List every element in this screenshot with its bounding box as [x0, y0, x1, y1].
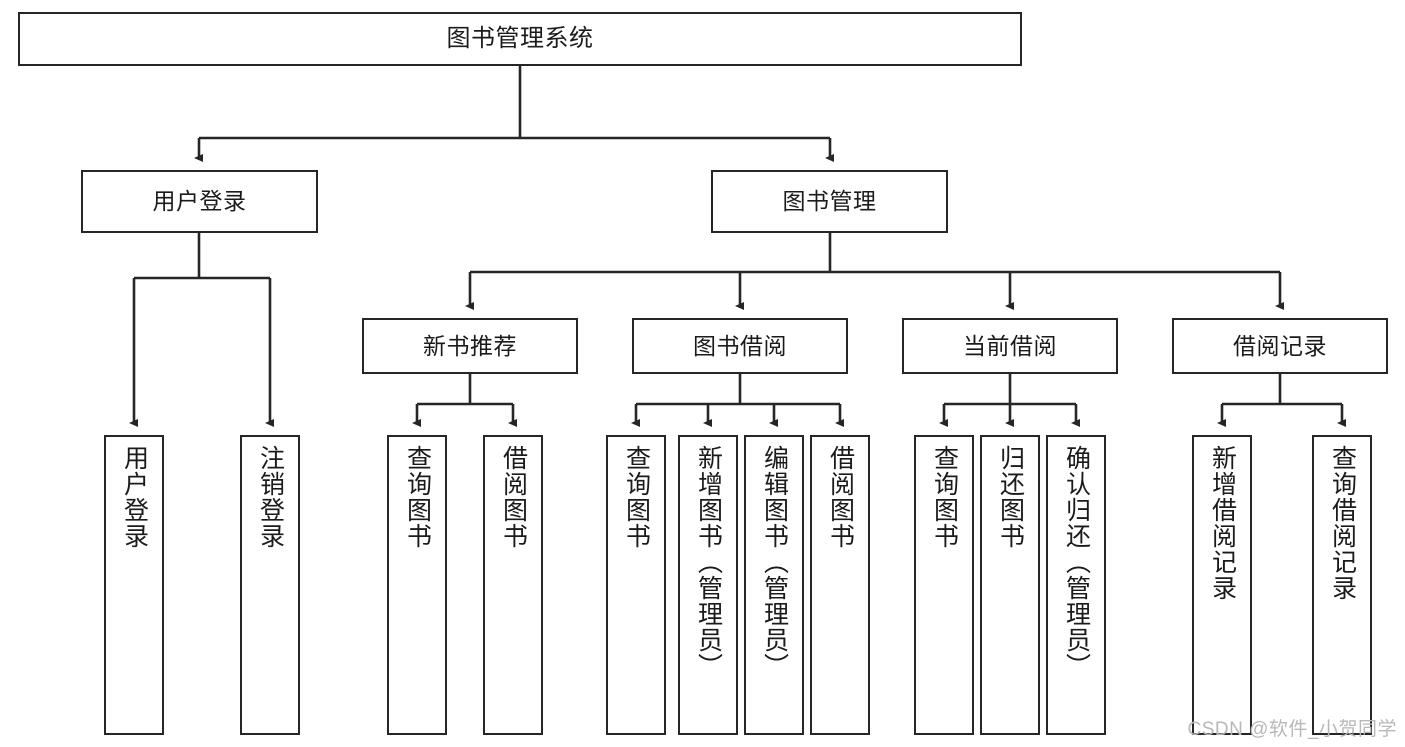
node-book-manage-label: 图书管理	[782, 188, 877, 214]
node-leaf-user-login[interactable]: 用户登录	[104, 435, 164, 735]
node-new-book-rec-label: 新书推荐	[423, 332, 517, 359]
node-leaf-user-logout[interactable]: 注销登录	[240, 435, 300, 735]
node-leaf-query-record-label: 查询借阅记录	[1328, 445, 1357, 601]
node-leaf-query-book-3[interactable]: 查询图书	[914, 435, 974, 735]
node-leaf-borrow-book-2[interactable]: 借阅图书	[810, 435, 870, 735]
node-leaf-add-book-label: 新增图书（管理员）	[694, 445, 723, 679]
node-leaf-add-book[interactable]: 新增图书（管理员）	[678, 435, 738, 735]
node-leaf-add-record[interactable]: 新增借阅记录	[1192, 435, 1252, 735]
node-leaf-edit-book-label: 编辑图书（管理员）	[760, 445, 789, 679]
node-leaf-query-book-2[interactable]: 查询图书	[606, 435, 666, 735]
node-leaf-return-book-label: 归还图书	[996, 445, 1025, 549]
node-book-borrow-label: 图书借阅	[693, 332, 787, 359]
node-leaf-borrow-book-1-label: 借阅图书	[499, 445, 528, 549]
node-leaf-borrow-book-2-label: 借阅图书	[826, 445, 855, 549]
node-leaf-confirm-return[interactable]: 确认归还（管理员）	[1046, 435, 1106, 735]
node-leaf-borrow-book-1[interactable]: 借阅图书	[483, 435, 543, 735]
node-leaf-edit-book[interactable]: 编辑图书（管理员）	[744, 435, 804, 735]
node-book-borrow[interactable]: 图书借阅	[632, 318, 848, 374]
node-book-manage[interactable]: 图书管理	[711, 170, 948, 233]
node-leaf-user-login-label: 用户登录	[120, 445, 149, 549]
node-root-label: 图书管理系统	[446, 25, 594, 52]
node-root[interactable]: 图书管理系统	[18, 12, 1022, 66]
node-leaf-query-book-1-label: 查询图书	[403, 445, 432, 549]
node-user-login[interactable]: 用户登录	[81, 170, 318, 233]
watermark-text: CSDN @软件_小贺同学	[1187, 719, 1397, 740]
node-borrow-record[interactable]: 借阅记录	[1172, 318, 1388, 374]
node-leaf-query-book-3-label: 查询图书	[930, 445, 959, 549]
node-user-login-label: 用户登录	[152, 188, 247, 214]
node-current-borrow[interactable]: 当前借阅	[902, 318, 1118, 374]
node-leaf-return-book[interactable]: 归还图书	[980, 435, 1040, 735]
node-leaf-query-record[interactable]: 查询借阅记录	[1312, 435, 1372, 735]
node-current-borrow-label: 当前借阅	[963, 332, 1057, 359]
node-leaf-add-record-label: 新增借阅记录	[1208, 445, 1237, 601]
node-leaf-query-book-1[interactable]: 查询图书	[387, 435, 447, 735]
node-new-book-rec[interactable]: 新书推荐	[362, 318, 578, 374]
node-borrow-record-label: 借阅记录	[1233, 332, 1327, 359]
node-leaf-user-logout-label: 注销登录	[256, 445, 285, 549]
node-leaf-query-book-2-label: 查询图书	[622, 445, 651, 549]
node-leaf-confirm-return-label: 确认归还（管理员）	[1062, 445, 1091, 679]
